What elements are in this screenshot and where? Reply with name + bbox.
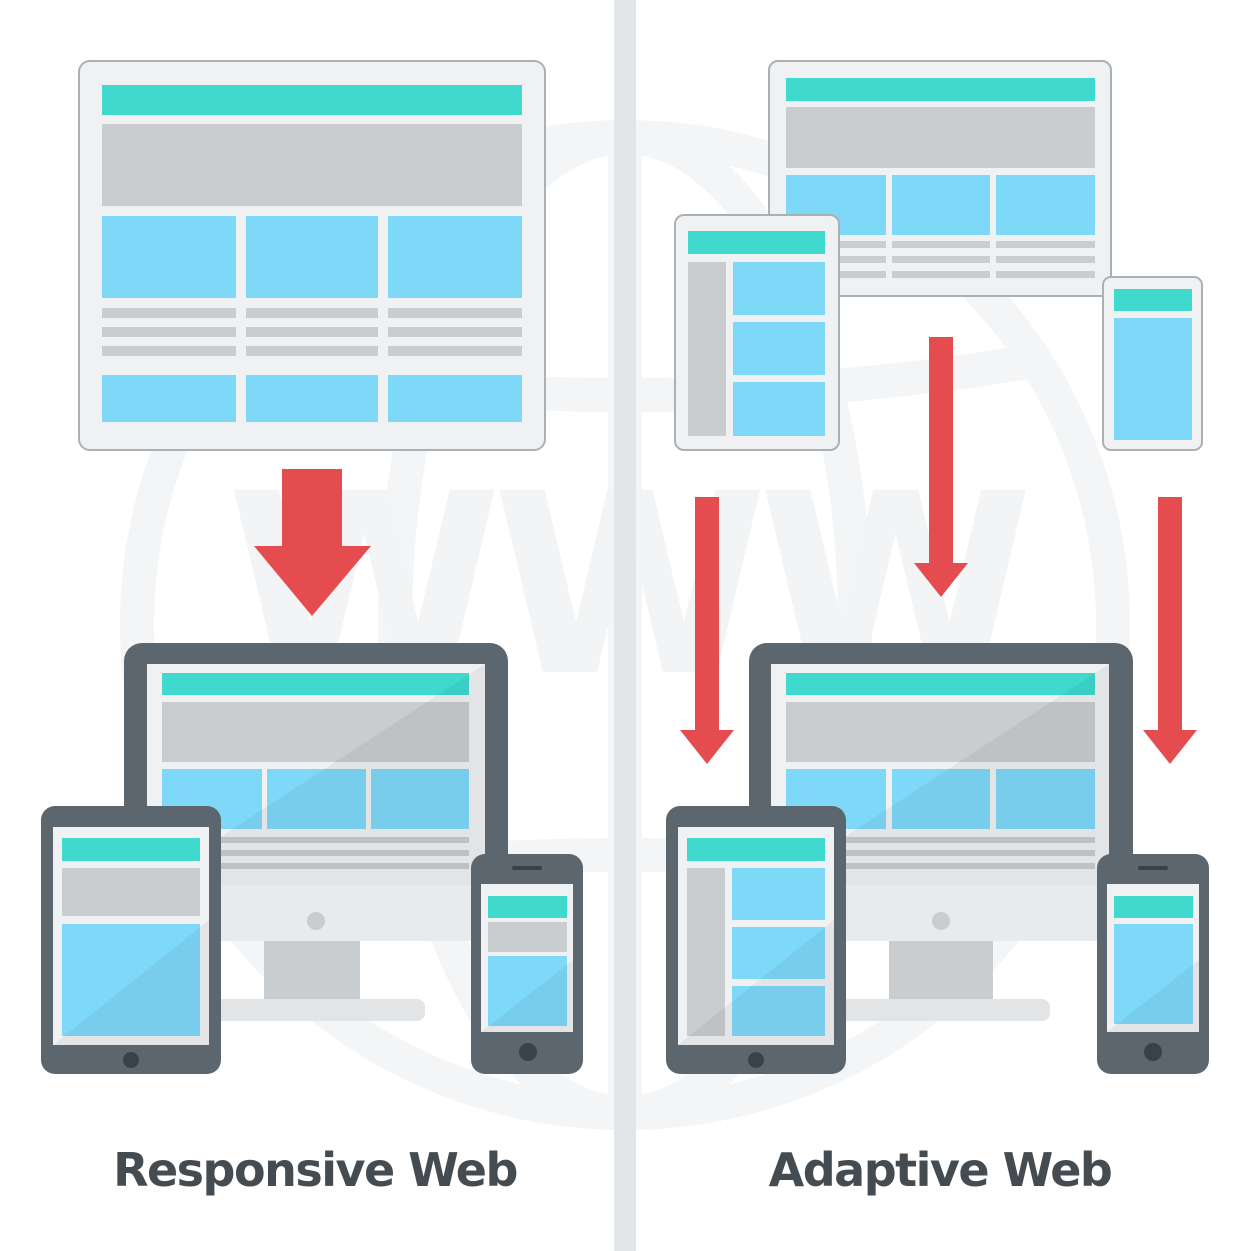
arrow-down-icon <box>680 497 734 764</box>
wireframe-tablet <box>674 214 840 451</box>
caption-responsive-web: Responsive Web <box>113 1143 518 1197</box>
phone-device <box>1097 854 1209 1074</box>
wireframe-phone <box>1102 276 1203 451</box>
arrow-down-icon <box>254 469 371 616</box>
tablet-device <box>41 806 221 1074</box>
wireframe-header <box>102 85 522 115</box>
arrow-down-icon <box>1143 497 1197 764</box>
caption-adaptive-web: Adaptive Web <box>768 1143 1113 1197</box>
tablet-device <box>666 806 846 1074</box>
phone-device <box>471 854 583 1074</box>
wireframe-hero <box>102 124 522 206</box>
wireframe-desktop <box>78 60 546 451</box>
wireframe-desktop-adaptive <box>768 60 1112 297</box>
arrow-down-icon <box>914 337 968 597</box>
center-divider <box>614 0 636 1251</box>
